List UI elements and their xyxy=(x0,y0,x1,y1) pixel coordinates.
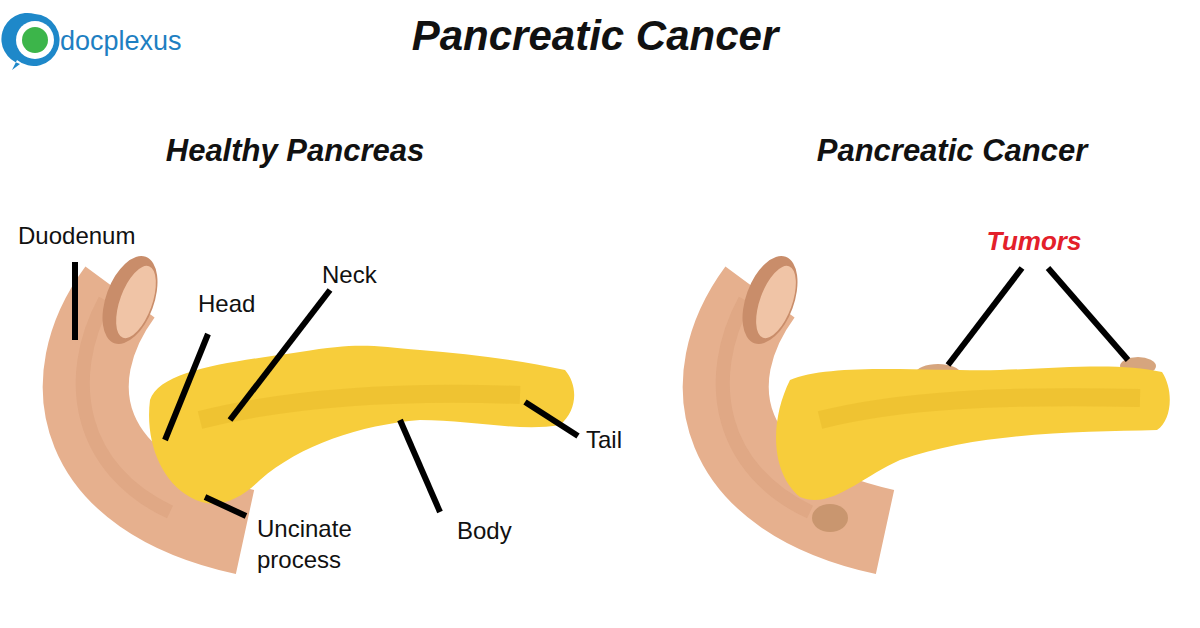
part-label: Head xyxy=(198,290,255,318)
part-label: Uncinate process xyxy=(257,513,382,575)
panel-heading: Pancreatic Cancer xyxy=(817,133,1088,169)
logo-icon xyxy=(1,13,59,70)
panel-heading: Healthy Pancreas xyxy=(166,133,424,169)
logo-text: docplexus xyxy=(60,26,182,57)
part-label: Body xyxy=(457,517,512,545)
leader-lines xyxy=(75,262,1128,516)
title: Pancreatic Cancer xyxy=(412,12,779,60)
part-label: Neck xyxy=(322,261,377,289)
part-label: Tail xyxy=(586,426,622,454)
pancreas xyxy=(776,366,1170,500)
pancreas xyxy=(149,346,574,504)
tumor xyxy=(812,504,848,532)
callout-label: Tumors xyxy=(987,227,1082,257)
part-label: Duodenum xyxy=(18,222,135,250)
